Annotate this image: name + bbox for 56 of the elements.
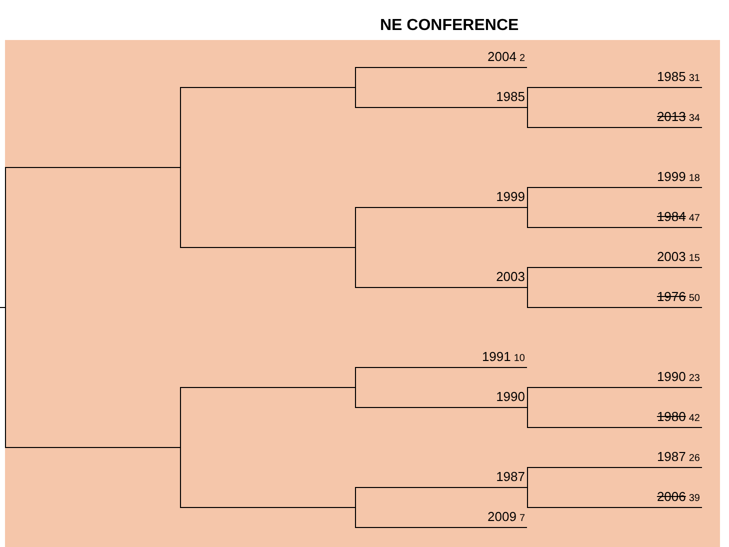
team-year: 1990 bbox=[656, 368, 686, 386]
connector-line bbox=[527, 407, 528, 428]
team-year: 2004 bbox=[488, 48, 516, 66]
connector-line bbox=[180, 167, 181, 248]
team-year: 2006 bbox=[656, 488, 686, 506]
team-year: 1990 bbox=[496, 388, 525, 406]
connector-line bbox=[180, 387, 181, 448]
team-year: 1976 bbox=[656, 288, 686, 306]
team-year: 1980 bbox=[656, 408, 686, 426]
seed-number: 50 bbox=[688, 293, 700, 304]
connector-line bbox=[527, 267, 528, 288]
team-year: 2003 bbox=[656, 248, 686, 266]
bracket-title: NE CONFERENCE bbox=[380, 17, 519, 35]
team-year: 2013 bbox=[656, 108, 686, 126]
seed-number: 18 bbox=[688, 173, 700, 184]
seed-number: 34 bbox=[688, 113, 700, 124]
seed-number: 26 bbox=[688, 453, 700, 464]
team-year: 1984 bbox=[656, 208, 686, 226]
seed-number: 10 bbox=[514, 353, 525, 364]
connector-line bbox=[527, 287, 528, 308]
connector-line bbox=[355, 207, 356, 248]
team-year: 1999 bbox=[496, 188, 525, 206]
connector-line bbox=[527, 487, 528, 508]
team-year: 2009 bbox=[488, 508, 516, 526]
seed-number: 15 bbox=[688, 253, 700, 264]
seed-number: 39 bbox=[688, 493, 700, 504]
connector-line bbox=[5, 167, 6, 308]
seed-number: 42 bbox=[688, 413, 700, 424]
connector-line bbox=[527, 107, 528, 128]
connector-line bbox=[527, 87, 528, 108]
seed-number: 23 bbox=[688, 373, 700, 384]
team-year: 2003 bbox=[496, 268, 525, 286]
connector-line bbox=[355, 67, 356, 88]
seed-number: 31 bbox=[688, 73, 700, 84]
connector-line bbox=[355, 387, 356, 408]
connector-line bbox=[355, 367, 356, 388]
connector-line bbox=[527, 207, 528, 228]
team-year: 1991 bbox=[482, 348, 511, 366]
team-year: 1987 bbox=[496, 468, 525, 486]
connector-line bbox=[527, 387, 528, 408]
team-year: 1985 bbox=[496, 88, 525, 106]
connector-line bbox=[355, 507, 356, 528]
connector-line bbox=[5, 307, 6, 448]
connector-line bbox=[355, 87, 356, 108]
seed-number: 7 bbox=[519, 513, 525, 524]
team-year: 1985 bbox=[656, 68, 686, 86]
seed-number: 2 bbox=[519, 53, 525, 64]
seed-number: 47 bbox=[688, 213, 700, 224]
team-year: 1999 bbox=[656, 168, 686, 186]
connector-line bbox=[355, 487, 356, 508]
connector-line bbox=[180, 87, 181, 168]
connector-line bbox=[355, 247, 356, 288]
connector-line bbox=[527, 467, 528, 488]
team-year: 1987 bbox=[656, 448, 686, 466]
connector-line bbox=[180, 447, 181, 508]
connector-line bbox=[527, 187, 528, 208]
